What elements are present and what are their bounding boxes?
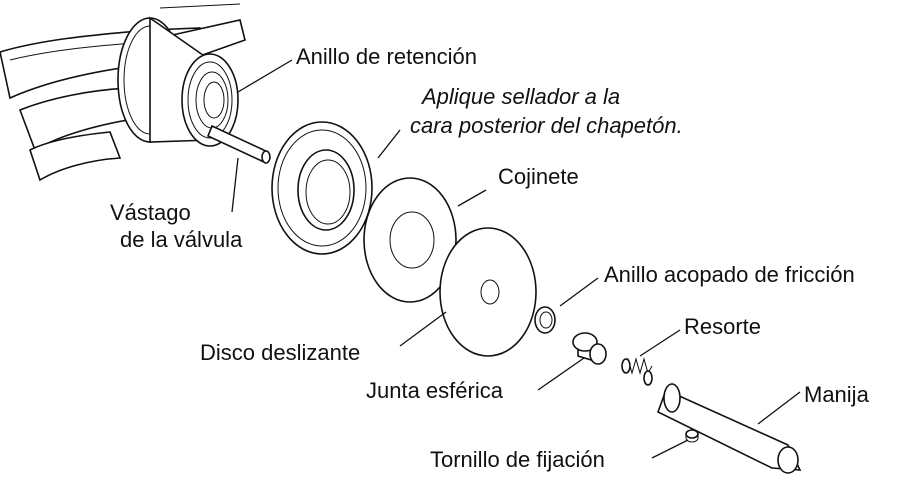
label-anillo-friccion: Anillo acopado de fricción [604, 262, 855, 287]
spring [621, 357, 653, 386]
label-aplique-line1: Aplique sellador a la [420, 84, 620, 109]
bearing-washer [363, 177, 457, 303]
label-tornillo: Tornillo de fijación [430, 447, 605, 472]
label-vastago-line1: Vástago [110, 200, 191, 225]
label-vastago-line2: de la válvula [120, 227, 243, 252]
valve-body [0, 3, 246, 182]
label-anillo-retencion: Anillo de retención [296, 44, 477, 69]
escutcheon-ring [271, 121, 373, 255]
label-disco: Disco deslizante [200, 340, 360, 365]
friction-ring [534, 306, 556, 334]
label-manija: Manija [804, 382, 870, 407]
label-resorte: Resorte [684, 314, 761, 339]
label-cojinete: Cojinete [498, 164, 579, 189]
handle [657, 383, 802, 474]
leader-lines [231, 59, 801, 459]
set-screw [685, 429, 699, 443]
label-junta: Junta esférica [366, 378, 504, 403]
ball-joint [572, 332, 607, 365]
label-aplique-line2: cara posterior del chapetón. [410, 113, 683, 138]
valve-stem [206, 124, 271, 164]
sliding-disc [439, 227, 537, 357]
